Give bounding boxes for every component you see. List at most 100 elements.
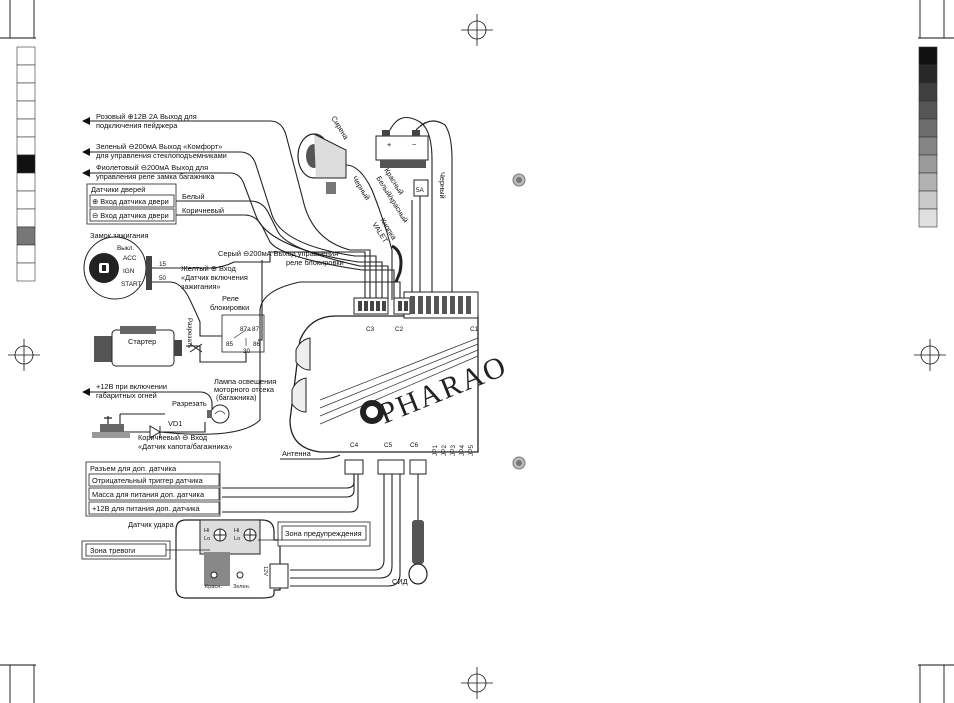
alarm-zone-label: Зона тревоги (90, 546, 135, 555)
gray-patch (918, 208, 938, 228)
trunk-output-wire: Фиолетовый ⊖200мА Выход для управления р… (82, 163, 383, 300)
lamp-label-2: моторного отсека (214, 385, 275, 394)
color-patch (16, 190, 36, 210)
connector-c6: C6 (410, 442, 419, 449)
color-patch (16, 208, 36, 228)
relay-87a: 87а (240, 326, 251, 333)
antenna-label: Антенна (282, 449, 312, 458)
color-patch (16, 82, 36, 102)
grey-output-label: Серый ⊖200мА Выход управления (218, 249, 338, 258)
shock-lo-1: Lo (204, 536, 210, 542)
lamp-label: Лампа освещения (214, 377, 276, 386)
shock-hi-1: Hi (204, 528, 209, 534)
shock-title: Датчик удара (128, 520, 175, 529)
bullet-icon (512, 173, 526, 470)
ignition-pin50: 50 (159, 275, 167, 282)
jumper-label: JP4 (459, 445, 466, 456)
gray-patch (918, 82, 938, 102)
fuse-label: 5А (416, 187, 425, 194)
ignition-yellow-label: Желтый ⊕ Вход (181, 264, 236, 273)
shock-12v-label: 12V (262, 566, 268, 576)
shock-green-led-label: Зелен. (233, 584, 251, 590)
ignition-ign-label: IGN (123, 268, 135, 275)
svg-text:+: + (387, 140, 391, 149)
pager-output-label-2: подключения пейджера (96, 121, 178, 130)
ignition-switch: Замок зажигания Выкл. ACC IGN START 15 5… (83, 231, 366, 323)
color-patch (16, 64, 36, 84)
connector-c1: C1 (470, 326, 479, 333)
vd1-label: VD1 (168, 419, 182, 428)
ignition-off-label: Выкл. (117, 245, 134, 252)
lamp-icon (210, 404, 230, 424)
door-brown-label: Коричневый (182, 206, 224, 215)
relay-title-2: блокировки (210, 303, 249, 312)
gray-patch (918, 100, 938, 120)
door-minus-label: ⊖ Вход датчика двери (92, 211, 169, 220)
door-sensors-title: Датчики дверей (91, 185, 145, 194)
connector-c2: C2 (395, 326, 404, 333)
connector-c5: C5 (384, 442, 393, 449)
color-patch (16, 262, 36, 282)
relay-cut-label: Разрезать (186, 318, 193, 349)
gray-patch (918, 190, 938, 210)
shock-hi-2: Hi (234, 528, 239, 534)
color-patch (16, 118, 36, 138)
trunk-output-label-2: управления реле замка багажника (96, 172, 215, 181)
hood-switch-icon (92, 416, 130, 438)
svg-text:−: − (412, 140, 416, 149)
connector-c4: C4 (350, 442, 359, 449)
connector-c3: C3 (366, 326, 375, 333)
scissors-icon (189, 343, 203, 353)
gray-patch (918, 136, 938, 156)
registration-marks (8, 14, 946, 699)
color-patch (16, 136, 36, 156)
antenna-wire: Антенна (280, 449, 341, 460)
color-patch (16, 226, 36, 246)
comfort-output-label: Зеленый ⊖200мА Выход «Комфорт» (96, 142, 222, 151)
left-color-bar (16, 46, 36, 282)
pager-output-label: Розовый ⊕12В 2А Выход для (96, 112, 197, 121)
comfort-output-label-2: для управления стеклоподъемниками (96, 151, 227, 160)
door-plus-label: ⊕ Вход датчика двери (92, 197, 169, 206)
lower-connectors (222, 459, 427, 587)
jumper-label: JP2 (441, 445, 448, 456)
right-gray-scale (918, 46, 938, 228)
shock-lo-2: Lo (234, 536, 240, 542)
ignition-pin15: 15 (159, 261, 167, 268)
extra-sensor-title: Разъем для доп. датчика (90, 464, 177, 473)
jumper-label: JP1 (432, 445, 439, 456)
black-wire-label: Черный (438, 172, 447, 199)
extra-sensor-row2: Масса для питания доп. датчика (92, 490, 205, 499)
relay-30: 30 (243, 348, 251, 355)
hood-brown-label-2: «Датчик капота/багажника» (138, 442, 232, 451)
hood-sensor-circuit: +12В при включении габаритных огней Ламп… (82, 281, 401, 451)
grey-output-label-2: реле блокировки (286, 258, 344, 267)
lights-note-2: габаритных огней (96, 391, 157, 400)
relay-title: Реле (222, 294, 239, 303)
door-sensors-box: Датчики дверей ⊕ Вход датчика двери ⊖ Вх… (86, 183, 395, 300)
color-patch (16, 172, 36, 192)
starter-motor: Стартер (94, 326, 182, 367)
pager-output-wire: Розовый ⊕12В 2А Выход для подключения пе… (82, 112, 371, 300)
color-patch (16, 154, 36, 174)
siren-black-label: Черный (350, 174, 372, 201)
color-patch (16, 100, 36, 120)
comfort-output-wire: Зеленый ⊖200мА Выход «Комфорт» для управ… (82, 142, 377, 300)
starter-label: Стартер (128, 337, 156, 346)
lamp-label-3: (багажника) (216, 393, 256, 402)
led-label: СИД (392, 577, 408, 586)
block-relay: Реле блокировки 87а 87 85 86 30 Разрезат… (186, 260, 265, 363)
extra-sensor-row1: Отрицательный триггер датчика (92, 476, 204, 485)
relay-86: 86 (253, 341, 261, 348)
warning-zone-label: Зона предупреждения (285, 529, 362, 538)
color-patch (16, 46, 36, 66)
lights-note: +12В при включении (96, 382, 167, 391)
extra-sensor-row3: +12В для питания доп. датчика (92, 504, 201, 513)
siren-label: Сирена (329, 114, 351, 141)
valet-button: Кнопка VALET (370, 216, 403, 283)
hood-brown-label: Коричневый ⊖ Вход (138, 433, 208, 442)
door-white-label: Белый (182, 192, 204, 201)
